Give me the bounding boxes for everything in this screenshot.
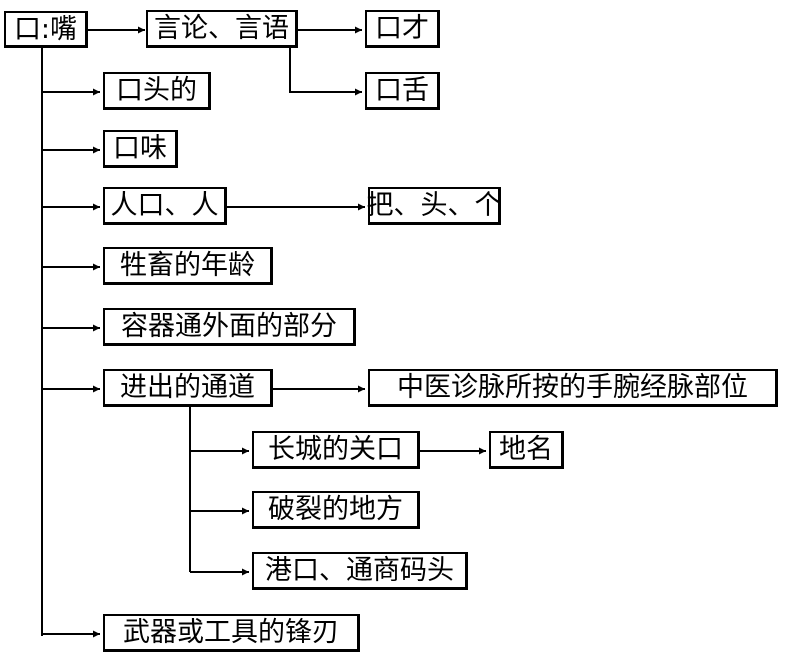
node-n_koucai: 口才 bbox=[365, 10, 440, 48]
node-label: 进出的通道 bbox=[120, 372, 255, 403]
node-label: 口:嘴 bbox=[13, 13, 78, 45]
node-label: 言论、言语 bbox=[154, 13, 289, 44]
node-label: 地名 bbox=[499, 434, 553, 465]
node-label: 人口、人 bbox=[110, 190, 219, 221]
node-n_jinchu: 进出的通道 bbox=[103, 369, 273, 407]
node-n_diming: 地名 bbox=[489, 431, 564, 469]
node-n_polie: 破裂的地方 bbox=[252, 491, 420, 529]
node-n_renkou: 人口、人 bbox=[103, 187, 227, 225]
node-n_gangkou: 港口、通商码头 bbox=[252, 552, 468, 590]
node-n_kouwei: 口味 bbox=[103, 130, 178, 168]
node-n_zhongyi: 中医诊脉所按的手腕经脉部位 bbox=[368, 369, 778, 407]
node-n_ba: 把、头、个 bbox=[366, 187, 502, 225]
edge-n_yanlun-n_koushe bbox=[289, 46, 362, 96]
node-root: 口:嘴 bbox=[4, 11, 88, 48]
node-label: 港口、通商码头 bbox=[265, 555, 454, 586]
node-label: 牲畜的年龄 bbox=[120, 250, 255, 281]
node-label: 容器通外面的部分 bbox=[121, 311, 337, 342]
node-label: 破裂的地方 bbox=[268, 494, 403, 525]
node-label: 武器或工具的锋刃 bbox=[123, 617, 339, 648]
node-n_rongqi: 容器通外面的部分 bbox=[103, 308, 356, 346]
node-label: 口才 bbox=[375, 13, 429, 44]
node-label: 口头的 bbox=[116, 75, 197, 106]
node-n_koushe: 口舌 bbox=[365, 72, 440, 110]
node-label: 把、头、个 bbox=[366, 190, 502, 221]
node-label: 长城的关口 bbox=[268, 434, 403, 465]
node-n_yanlun: 言论、言语 bbox=[146, 10, 298, 48]
node-label: 口舌 bbox=[375, 75, 429, 106]
node-n_wuqi: 武器或工具的锋刃 bbox=[103, 614, 360, 652]
node-n_changcheng: 长城的关口 bbox=[252, 431, 420, 469]
node-n_shengchu: 牲畜的年龄 bbox=[103, 247, 273, 285]
node-label: 中医诊脉所按的手腕经脉部位 bbox=[397, 372, 748, 403]
node-n_koutou: 口头的 bbox=[103, 72, 211, 110]
node-label: 口味 bbox=[113, 133, 167, 164]
